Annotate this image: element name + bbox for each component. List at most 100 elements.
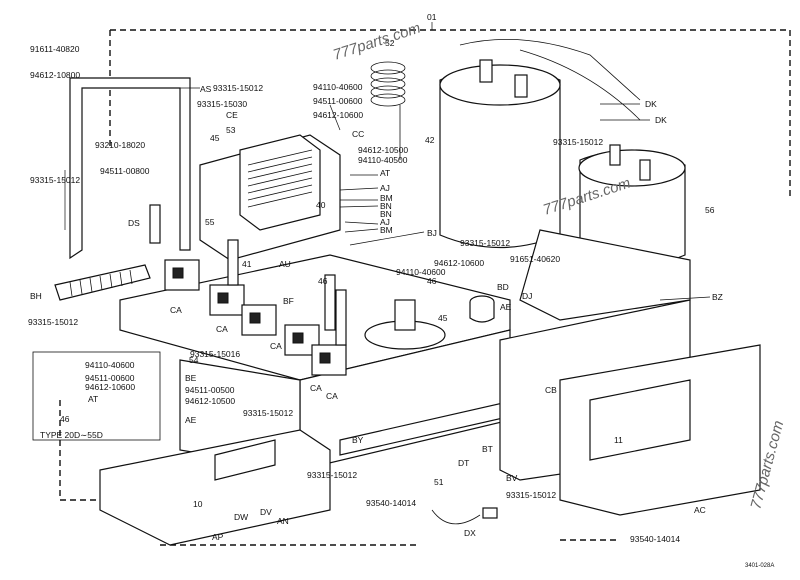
label-10: 10 <box>193 499 203 509</box>
transformer-core-53 <box>239 134 321 231</box>
label-01: 01 <box>427 12 437 22</box>
label-bv: BV <box>506 473 518 483</box>
label-ac: AC <box>694 505 706 515</box>
capacitor-56 <box>578 144 686 268</box>
label-93315-15012-e: 93315-15012 <box>28 317 78 327</box>
label-dt: DT <box>458 458 469 468</box>
label-94612-10600-b: 94612-10600 <box>434 258 484 268</box>
label-dw: DW <box>234 512 248 522</box>
label-93315-15012-b: 93315-15012 <box>30 175 80 185</box>
module-blocks-ca <box>164 259 347 376</box>
label-54: 54 <box>189 355 199 365</box>
label-93315-15030: 93315-15030 <box>197 99 247 109</box>
label-bf: BF <box>283 296 294 306</box>
capacitor-plate-bz <box>519 229 691 321</box>
label-94612-10500-a: 94612-10500 <box>358 145 408 155</box>
terminal-strip-bh <box>54 264 151 301</box>
label-ae-a: AE <box>500 302 512 312</box>
assembly-boundary <box>59 29 791 546</box>
label-dj: DJ <box>522 291 532 301</box>
label-bh: BH <box>30 291 42 301</box>
spacer-ae <box>469 295 495 323</box>
terminal-strip-teeth <box>69 269 133 297</box>
label-cb: CB <box>545 385 557 395</box>
label-94612-10600-c: 94612-10600 <box>85 382 135 392</box>
label-by: BY <box>352 435 364 445</box>
label-93315-15016: 93315-15016 <box>190 349 240 359</box>
label-ca-a: CA <box>170 305 182 315</box>
label-93210-18020: 93210-18020 <box>95 140 145 150</box>
label-51: 51 <box>434 477 444 487</box>
label-46-c: 46 <box>60 414 70 424</box>
label-94110-40600-c: 94110-40600 <box>85 360 135 370</box>
label-41: 41 <box>242 259 252 269</box>
label-dv: DV <box>260 507 272 517</box>
label-ae-b: AE <box>185 415 197 425</box>
label-94110-40500: 94110-40500 <box>358 155 408 165</box>
label-type-note: TYPE 20D∼55D <box>40 430 103 440</box>
label-bd: BD <box>497 282 509 292</box>
label-as: AS <box>200 84 212 94</box>
label-bz: BZ <box>712 292 723 302</box>
label-93315-15012-f: 93315-15012 <box>243 408 293 418</box>
wire-dk-1 <box>459 39 641 101</box>
label-aj-a: AJ <box>380 183 390 193</box>
label-46-b: 46 <box>427 276 437 286</box>
label-dk-a: DK <box>645 99 657 109</box>
label-dk-b: DK <box>655 115 667 125</box>
label-91611-40820: 91611-40820 <box>30 44 80 54</box>
label-42: 42 <box>425 135 435 145</box>
label-bn-a: BN <box>380 201 392 211</box>
leader-lines <box>64 87 711 301</box>
label-drawing-id: 3401-028A <box>745 563 774 569</box>
label-bm-b: BM <box>380 225 393 235</box>
label-cc: CC <box>352 129 364 139</box>
capacitor-42 <box>439 59 561 249</box>
label-au: AU <box>279 259 291 269</box>
label-bm-a: BM <box>380 193 393 203</box>
studs-ds <box>149 204 347 346</box>
label-at-a: AT <box>380 168 390 178</box>
label-40: 40 <box>316 200 326 210</box>
label-55: 55 <box>205 217 215 227</box>
label-be: BE <box>185 373 197 383</box>
label-94511-00600-a: 94511-00600 <box>313 96 363 106</box>
label-bn-b: BN <box>380 209 392 219</box>
label-94612-10800: 94612-10800 <box>30 70 80 80</box>
label-93540-14014-a: 93540-14014 <box>366 498 416 508</box>
label-94511-00500: 94511-00500 <box>185 385 235 395</box>
inset-box <box>32 351 161 441</box>
diode-46 <box>364 299 446 350</box>
label-46-a: 46 <box>318 276 328 286</box>
label-bj: BJ <box>427 228 437 238</box>
label-94110-40600-b: 94110-40600 <box>396 267 446 277</box>
watermark-1: 777parts.com <box>331 20 423 64</box>
label-ca-b: CA <box>216 324 228 334</box>
label-53: 53 <box>226 125 236 135</box>
wire-dk-2 <box>519 49 641 121</box>
label-56: 56 <box>705 205 715 215</box>
label-52: 52 <box>385 38 395 48</box>
label-ca-c: CA <box>270 341 282 351</box>
block-11 <box>589 379 691 461</box>
label-ca-e: CA <box>326 391 338 401</box>
label-ce: CE <box>226 110 238 120</box>
label-93315-15012-a: 93315-15012 <box>213 83 263 93</box>
cable-dx <box>431 507 498 525</box>
label-dx: DX <box>464 528 476 538</box>
transformer-windings <box>247 149 313 208</box>
label-an: AN <box>277 516 289 526</box>
label-ds: DS <box>128 218 140 228</box>
coil-52 <box>370 61 406 160</box>
label-93315-15012-g: 93315-15012 <box>307 470 357 480</box>
label-45b: 45 <box>438 313 448 323</box>
label-at-b: AT <box>88 394 98 404</box>
part-labels: 01 91611-40820 94612-10800 AS 93315-1501… <box>28 12 774 569</box>
label-91651-40620: 91651-40620 <box>510 254 560 264</box>
label-11: 11 <box>614 435 623 445</box>
label-ap: AP <box>212 532 224 542</box>
label-94511-00600-b: 94511-00600 <box>85 373 135 383</box>
label-aj-b: AJ <box>380 217 390 227</box>
label-93540-14014-b: 93540-14014 <box>630 534 680 544</box>
